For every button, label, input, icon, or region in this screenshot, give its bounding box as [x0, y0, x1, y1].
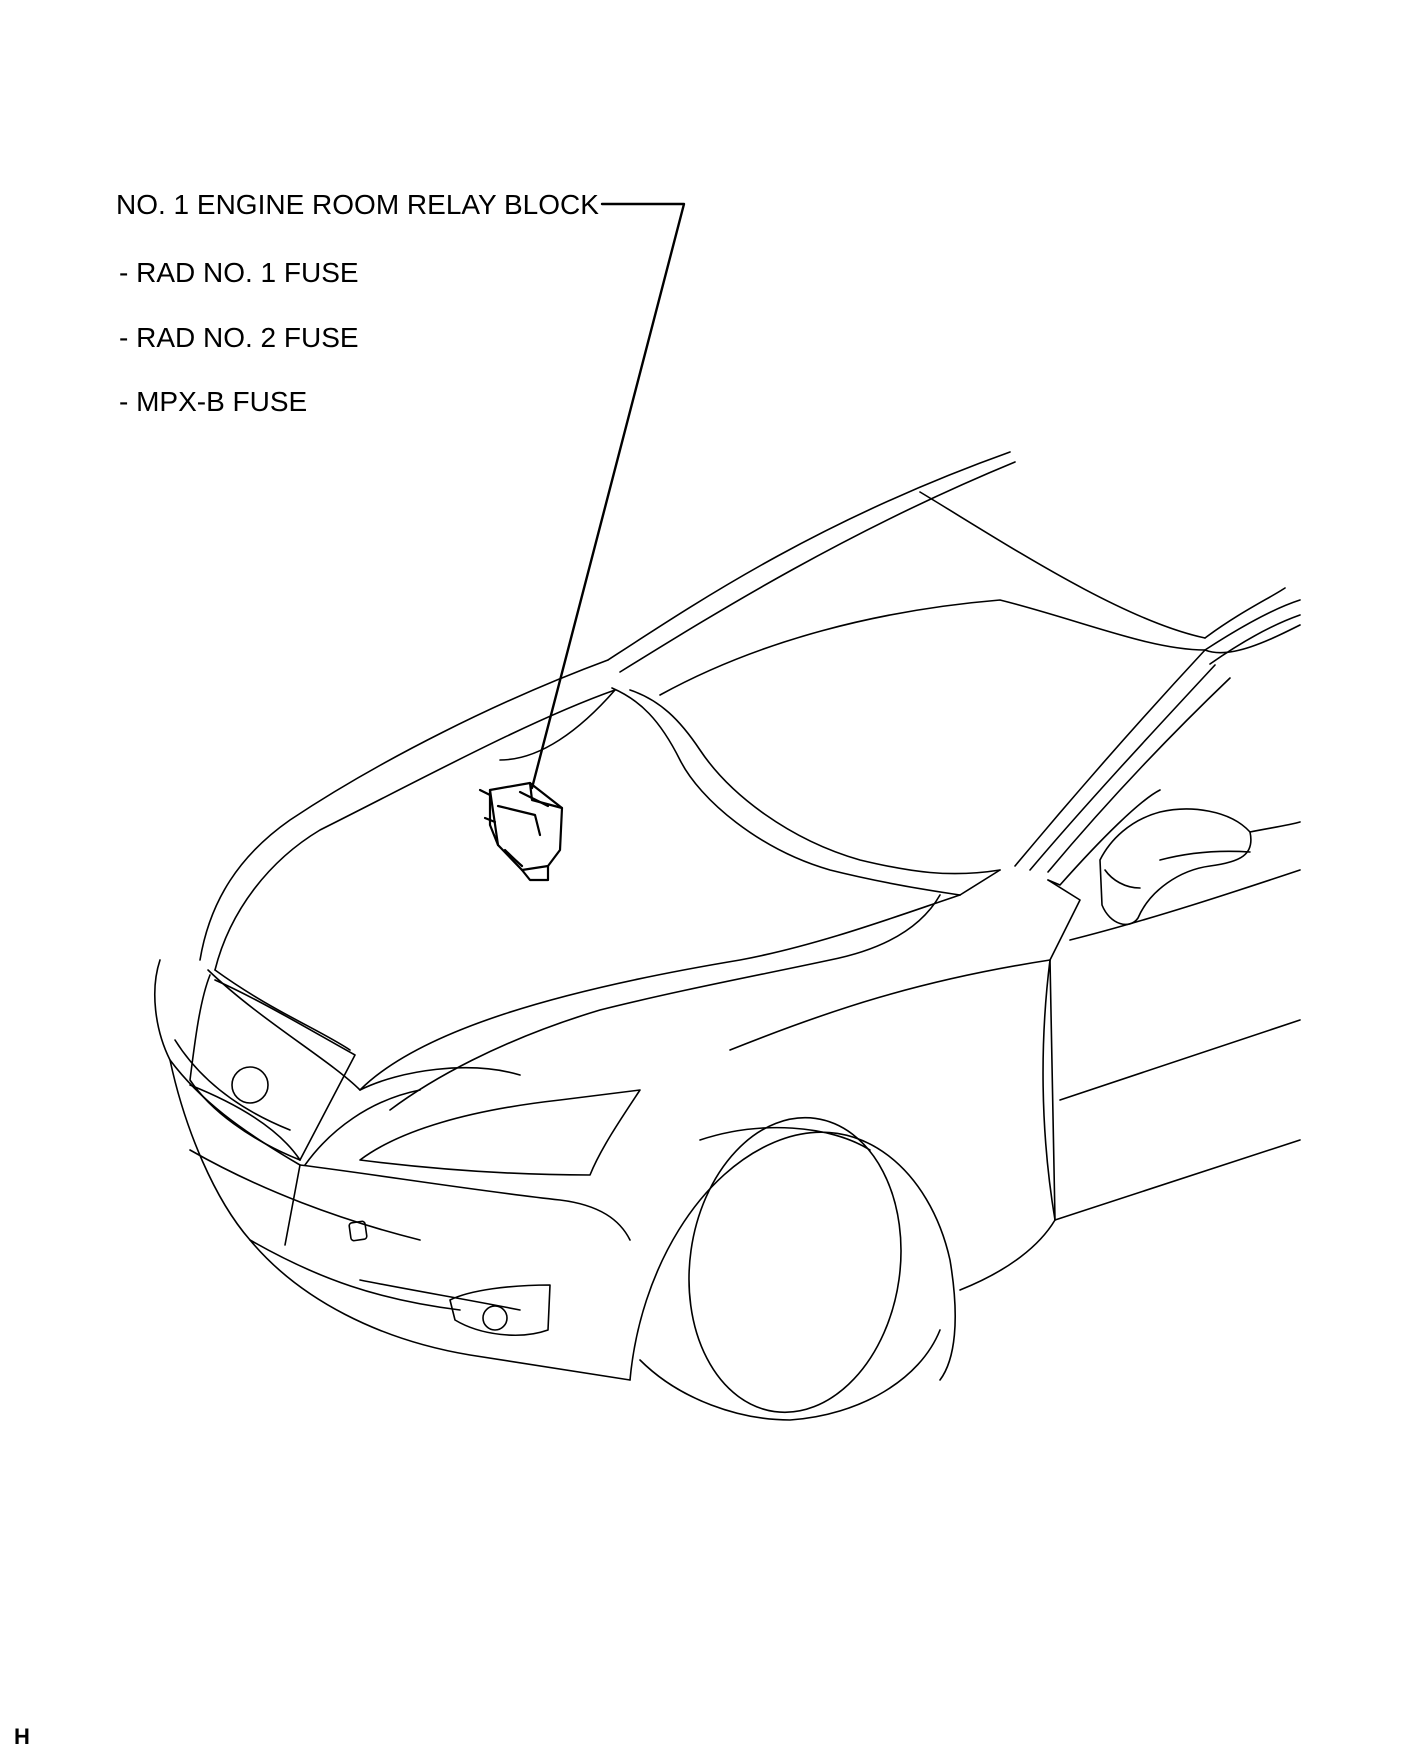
windshield [611, 599, 1231, 896]
fog-lamp [449, 1284, 551, 1336]
roof-outline [607, 451, 1301, 673]
corner-code: H [14, 1724, 30, 1749]
hood-crease [389, 894, 941, 1111]
fuse-label-rad-no1: - RAD NO. 1 FUSE [119, 257, 359, 288]
a-pillar [1047, 624, 1301, 886]
front-fender [959, 959, 1056, 1291]
door-lines [1047, 821, 1301, 1221]
side-mirror [1099, 808, 1252, 926]
relay-block-label: NO. 1 ENGINE ROOM RELAY BLOCK [116, 189, 599, 220]
hood [199, 659, 1051, 1091]
relay-block [478, 781, 564, 882]
grille [189, 974, 356, 1161]
front-bumper [154, 959, 631, 1381]
fuse-label-rad-no2: - RAD NO. 2 FUSE [119, 322, 359, 353]
headlight [304, 1089, 641, 1176]
leader-line [530, 202, 686, 790]
fuse-label-mpx-b: - MPX-B FUSE [119, 386, 308, 417]
front-wheel [629, 1116, 956, 1421]
